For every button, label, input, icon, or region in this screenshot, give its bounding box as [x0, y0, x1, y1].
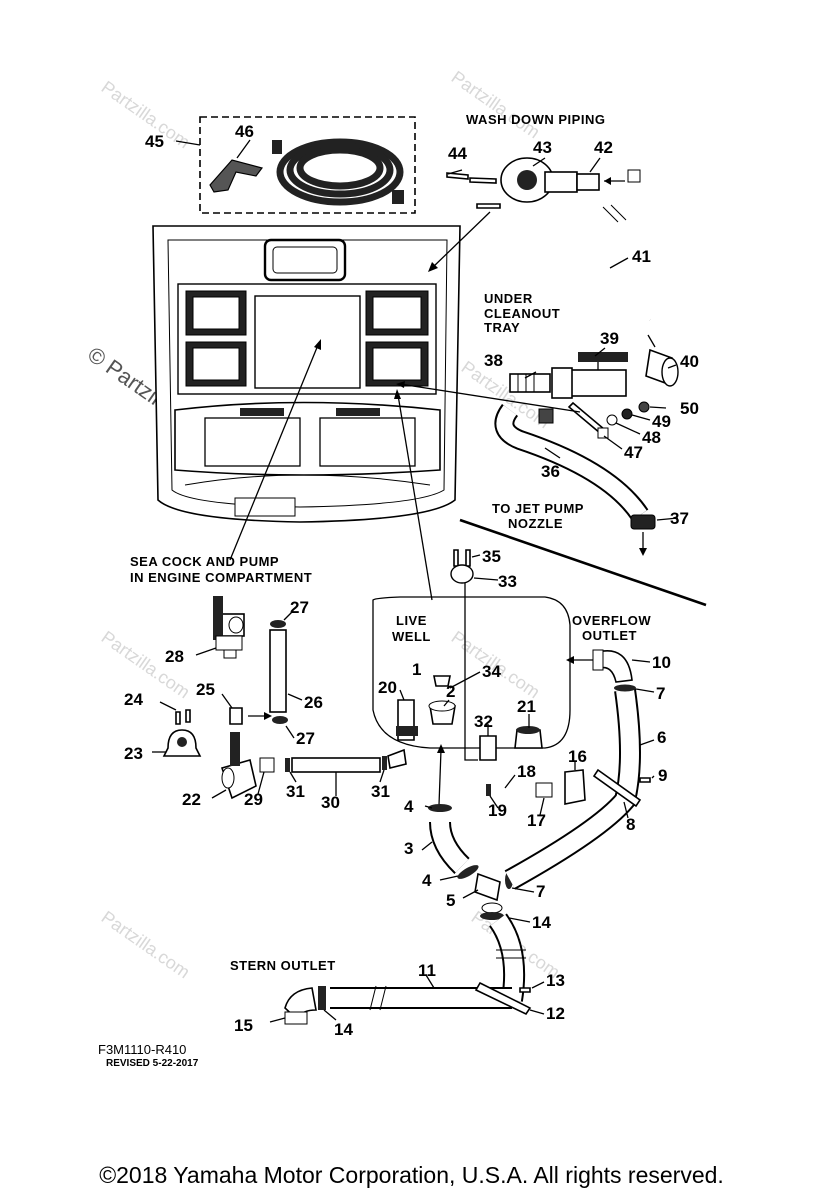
callout-4b: 4: [422, 871, 432, 890]
callouts: 45 46 44 43 42 41 39 38 40 50 49 48 47 3…: [124, 122, 699, 1039]
washdown-piping: [396, 157, 679, 556]
label-jet-1: TO JET PUMP: [492, 501, 584, 516]
label-jet-2: NOZZLE: [508, 516, 563, 531]
callout-8: 8: [626, 815, 635, 834]
separator-line: [459, 518, 707, 607]
callout-23: 23: [124, 744, 143, 763]
callout-31a: 31: [286, 782, 305, 801]
washdown-kit: [175, 116, 416, 214]
callout-49: 49: [652, 412, 671, 431]
watermark: Partzilla.com: [448, 67, 544, 142]
callout-6: 6: [657, 728, 666, 747]
label-under-1: UNDER: [484, 291, 533, 306]
callout-31b: 31: [371, 782, 390, 801]
label-live-1: LIVE: [396, 613, 427, 628]
revised-date: REVISED 5-22-2017: [106, 1058, 199, 1069]
callout-37: 37: [670, 509, 689, 528]
callout-21: 21: [517, 697, 536, 716]
label-live-2: WELL: [392, 629, 431, 644]
callout-25: 25: [196, 680, 215, 699]
callout-24: 24: [124, 690, 143, 709]
callout-15: 15: [234, 1016, 253, 1035]
callout-19: 19: [488, 801, 507, 820]
callout-4a: 4: [404, 797, 414, 816]
callout-28: 28: [165, 647, 184, 666]
callout-45: 45: [145, 132, 164, 151]
seacock-piping: [152, 596, 387, 800]
callout-47: 47: [624, 443, 643, 462]
callout-7b: 7: [536, 882, 545, 901]
callout-20: 20: [378, 678, 397, 697]
callout-14b: 14: [334, 1020, 353, 1039]
callout-34: 34: [482, 662, 501, 681]
callout-38: 38: [484, 351, 503, 370]
callout-26: 26: [304, 693, 323, 712]
callout-44: 44: [448, 144, 467, 163]
callout-16: 16: [568, 747, 587, 766]
callout-14a: 14: [532, 913, 551, 932]
label-under-2: CLEANOUT: [484, 306, 560, 321]
callout-12: 12: [546, 1004, 565, 1023]
callout-29: 29: [244, 790, 263, 809]
callout-42: 42: [594, 138, 613, 157]
label-stern: STERN OUTLET: [230, 958, 336, 973]
callout-3: 3: [404, 839, 413, 858]
label-under-3: TRAY: [484, 320, 520, 335]
section-labels: WASH DOWN PIPING UNDER CLEANOUT TRAY TO …: [98, 112, 651, 1069]
label-sea-1: SEA COCK AND PUMP: [130, 554, 279, 569]
callout-36: 36: [541, 462, 560, 481]
callout-7a: 7: [656, 684, 665, 703]
drawing-code: F3M1110-R410: [98, 1042, 186, 1057]
callout-9: 9: [658, 766, 667, 785]
copyright-notice: ©2018 Yamaha Motor Corporation, U.S.A. A…: [99, 1162, 724, 1188]
callout-2: 2: [446, 682, 455, 701]
callout-11: 11: [418, 961, 436, 980]
callout-5: 5: [446, 891, 455, 910]
callout-27a: 27: [290, 598, 309, 617]
callout-27b: 27: [296, 729, 315, 748]
callout-35: 35: [482, 547, 501, 566]
callout-46: 46: [235, 122, 254, 141]
callout-33: 33: [498, 572, 517, 591]
livewell-piping: [229, 339, 655, 923]
callout-32: 32: [474, 712, 493, 731]
callout-40: 40: [680, 352, 699, 371]
label-over-2: OUTLET: [582, 628, 637, 643]
watermark: Partzilla.com: [98, 907, 194, 982]
callout-43: 43: [533, 138, 552, 157]
callout-50: 50: [680, 399, 699, 418]
callout-22: 22: [182, 790, 201, 809]
stern-piping: [269, 913, 545, 1025]
callout-48: 48: [642, 428, 661, 447]
callout-10: 10: [652, 653, 671, 672]
callout-1: 1: [412, 660, 421, 679]
callout-39: 39: [600, 329, 619, 348]
label-sea-2: IN ENGINE COMPARTMENT: [130, 570, 312, 585]
label-over-1: OVERFLOW: [572, 613, 651, 628]
callout-13: 13: [546, 971, 565, 990]
label-wash-down: WASH DOWN PIPING: [466, 112, 605, 127]
callout-17: 17: [527, 811, 546, 830]
callout-41: 41: [632, 247, 651, 266]
callout-18: 18: [517, 762, 536, 781]
callout-30: 30: [321, 793, 340, 812]
